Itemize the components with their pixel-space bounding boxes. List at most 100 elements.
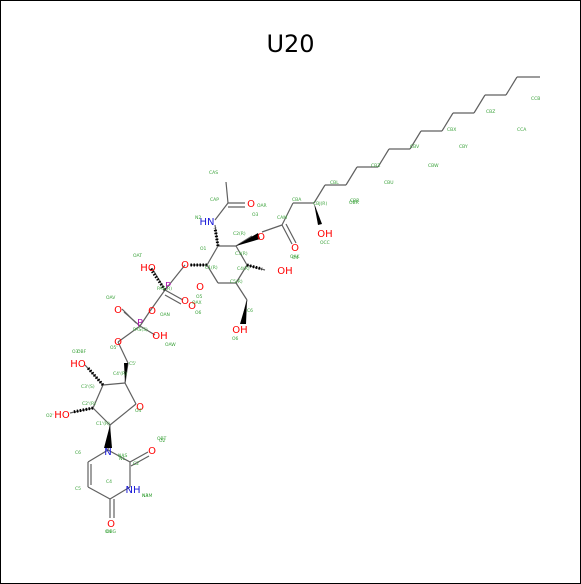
atom-name: CBZ (371, 163, 380, 169)
bond (92, 407, 111, 426)
atom-name: CBV (410, 144, 420, 150)
bond (149, 289, 166, 312)
atom-label: O (196, 282, 204, 293)
atom-label: HO (54, 410, 70, 421)
atom-name: CBU (384, 180, 394, 186)
atom-label: O (148, 306, 156, 317)
bond (139, 325, 156, 336)
atom-name: O3 (252, 212, 259, 218)
atom-name: O6 (195, 310, 202, 316)
bond (473, 94, 486, 114)
atom-name: O5 (196, 294, 203, 300)
atom-name: C6 (247, 308, 253, 314)
atom-label: O (114, 305, 122, 316)
atom-name: CBL (330, 180, 339, 186)
atom-name: N3 (142, 493, 148, 499)
atom-label: HO (70, 359, 86, 370)
atom-name: OAK (290, 254, 301, 260)
atom-name: OAX (192, 300, 202, 306)
atom-name: O4 (292, 255, 299, 261)
bond (92, 384, 104, 409)
atom-name: O4' (135, 408, 143, 414)
bond (377, 148, 390, 168)
hash-bond (72, 406, 94, 414)
atom-name: OAW (165, 342, 176, 348)
hash-bond (246, 263, 263, 271)
bond (285, 223, 297, 244)
atom-label: O (181, 296, 189, 307)
bond (235, 264, 248, 284)
bond (345, 166, 358, 186)
atom-name: OAT (133, 253, 142, 259)
wedge-layer (72, 203, 322, 448)
atom-label: O (188, 301, 196, 312)
atom-label: N (104, 447, 111, 458)
atom-name: O6 (232, 336, 239, 342)
atom-name: CBJ(R) (313, 201, 327, 207)
atom-name-layer: O1O6O5O4O6O3N2OAROAKOCCPAS(R)OATOAXOANPA… (46, 96, 540, 535)
bond (117, 325, 141, 343)
wedge-bond (124, 363, 128, 383)
bond (139, 310, 151, 327)
bond (164, 294, 182, 305)
atom-name: C6 (75, 450, 81, 456)
bond (441, 112, 454, 132)
atom-name: CAM (277, 215, 287, 221)
bond (214, 202, 229, 221)
atom-name: O2 (159, 438, 166, 444)
hash-bond (86, 367, 105, 386)
atom-name: N2 (195, 215, 201, 221)
hash-bond (213, 227, 220, 247)
bond (109, 403, 137, 426)
atom-name: OCC (320, 240, 330, 246)
bond (409, 130, 422, 150)
bond (225, 181, 229, 204)
atom-label: P (137, 318, 143, 329)
atom-name: CAS (209, 170, 218, 176)
atom-name: OBR (349, 200, 359, 206)
atom-name: OBG (106, 529, 117, 535)
diagram-title: U20 (266, 30, 315, 58)
atom-name: C5(R) (230, 279, 243, 285)
atom-label: OH (277, 266, 292, 277)
atom-name: C5 (75, 486, 81, 492)
atom-label: O (136, 402, 144, 413)
atom-label: O (148, 446, 156, 457)
atom-name: CAP (210, 197, 219, 203)
atom-name: C4 (106, 479, 112, 485)
atom-label: O (257, 232, 265, 243)
atom-name: NAS (118, 453, 127, 459)
atom-name: C1'(R) (96, 421, 110, 427)
bond (87, 449, 109, 463)
atom-label: O (247, 199, 255, 210)
hash-bond (148, 267, 167, 291)
atom-name: O5' (110, 345, 118, 351)
bond (261, 224, 283, 233)
atom-name: OBT (157, 436, 167, 442)
atom-label: O (114, 337, 122, 348)
atom-label: NH (126, 485, 141, 496)
atom-label: P (165, 281, 171, 292)
atom-name: OAR (257, 203, 267, 209)
atom-name: C4'(R) (113, 371, 127, 377)
atom-name: N1 (119, 456, 125, 462)
atom-label: HN (200, 217, 215, 228)
bond (164, 289, 184, 301)
bond (281, 224, 293, 245)
atom-name: OBF (77, 349, 87, 355)
atom-name: O4 (105, 529, 112, 535)
bond (129, 451, 149, 463)
bond (235, 235, 253, 247)
atom-name: C2(R) (233, 231, 246, 237)
bond (164, 264, 186, 291)
bond (130, 455, 150, 467)
wedge-bond (240, 300, 247, 324)
atom-label: HO (140, 263, 156, 274)
bond (313, 184, 326, 204)
bond (281, 202, 294, 226)
bond (206, 245, 219, 266)
atom-name: O1 (200, 246, 207, 252)
atom-name: CBX (447, 127, 456, 133)
atom-name: CCB (531, 96, 540, 102)
